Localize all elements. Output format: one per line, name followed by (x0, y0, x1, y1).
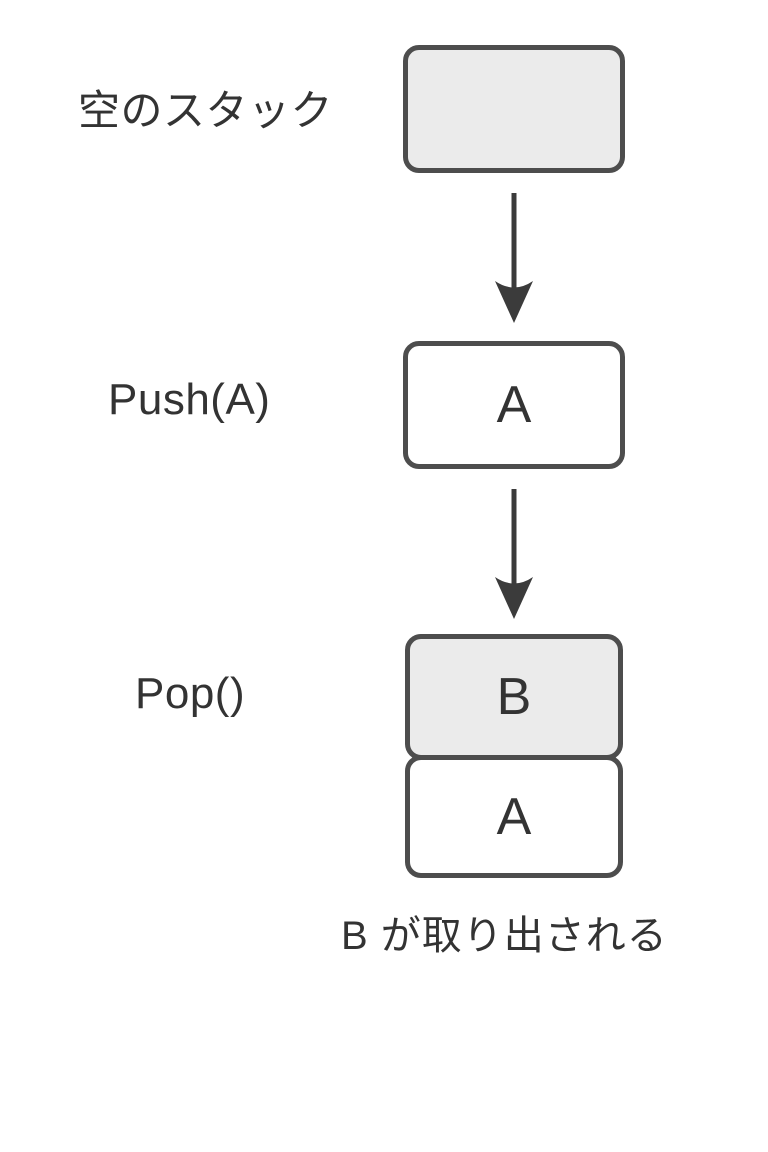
stack-cell-value-b: B (496, 668, 532, 726)
stack-cell-value-a-pop: A (496, 787, 532, 846)
stack-cell-a: A (405, 755, 623, 878)
step-label-empty-stack: 空のスタック (78, 87, 334, 134)
stack-cell-b: B (405, 634, 623, 760)
stack-box-empty (403, 45, 625, 173)
stack-box-push: A (403, 341, 625, 469)
step-label-pop: Pop() (135, 669, 246, 718)
step-label-push: Push(A) (108, 375, 271, 424)
stack-cell-value-a-push: A (496, 376, 532, 434)
diagram-caption: B が取り出される (341, 914, 668, 958)
arrow-down-icon-2 (489, 489, 539, 621)
arrow-down-icon-1 (489, 193, 539, 325)
